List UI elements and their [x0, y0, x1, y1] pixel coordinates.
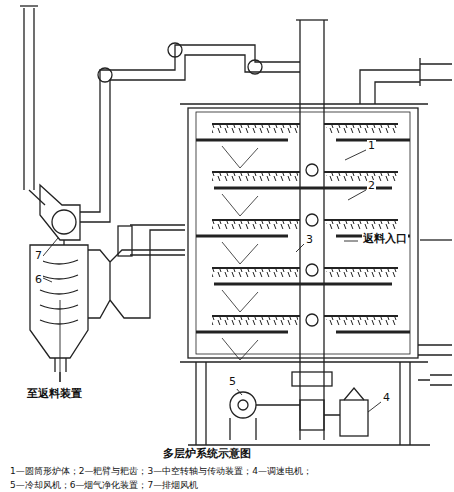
legend-key: 5—冷却风机；6—烟气净化装置；7—排烟风机 — [10, 480, 198, 490]
flow-label: 至返料装置 — [26, 388, 83, 401]
callout-number: 6 — [34, 274, 43, 287]
legend-key: 1—圆筒形炉体；2—耙臂与耙齿；3—中空转轴与传动装置；4—调速电机； — [10, 466, 312, 476]
flow-label: 返料入口 — [362, 233, 408, 246]
callout-number: 3 — [305, 234, 314, 247]
callout-number: 4 — [382, 392, 391, 405]
callout-number: 7 — [34, 250, 43, 263]
callout-number: 1 — [367, 140, 376, 153]
callout-number: 5 — [228, 376, 237, 389]
callout-number: 2 — [367, 180, 376, 193]
figure-caption: 多层炉系统示意图 — [163, 448, 251, 461]
hearth-rakes — [196, 124, 410, 360]
